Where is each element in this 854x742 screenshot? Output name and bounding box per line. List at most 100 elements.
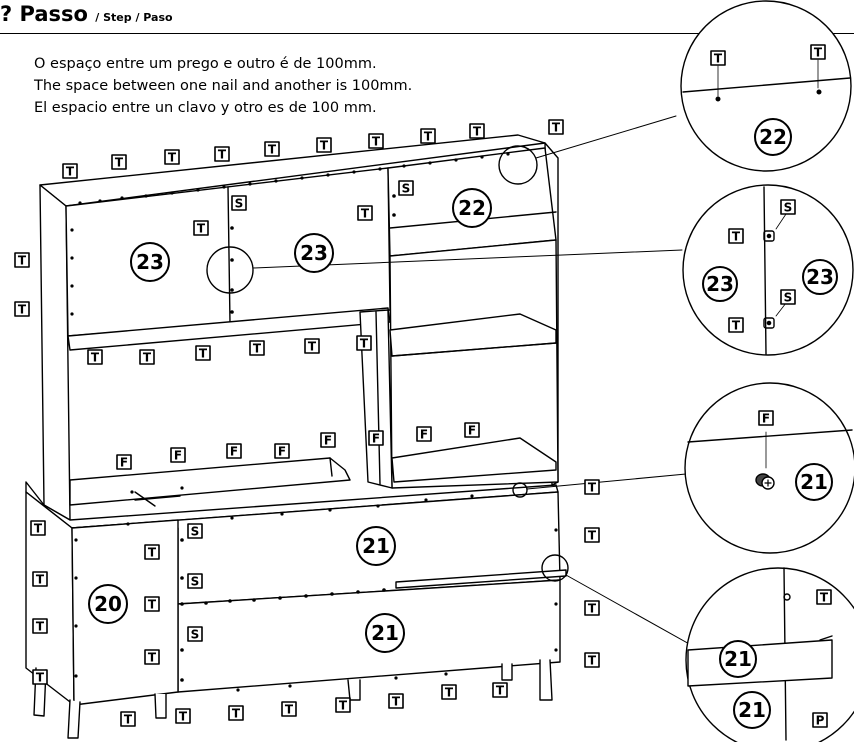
callout-t-12: T [193, 220, 209, 236]
callout-f-58: F [758, 410, 774, 426]
svg-text:T: T [18, 254, 27, 268]
callout-t-38: T [144, 649, 160, 665]
callout-t-50: T [441, 684, 457, 700]
svg-text:S: S [191, 525, 200, 539]
zoom-detail-21-screw [684, 382, 854, 554]
callout-t-11: T [14, 301, 30, 317]
part-number-23-0: 23 [130, 242, 170, 282]
svg-text:P: P [816, 714, 825, 728]
svg-text:T: T [148, 651, 157, 665]
svg-text:T: T [820, 591, 829, 605]
callout-f-24: F [226, 443, 242, 459]
svg-text:T: T [197, 222, 206, 236]
svg-text:F: F [324, 434, 332, 448]
header-rule [0, 33, 854, 34]
svg-text:T: T [552, 121, 561, 135]
callout-s-34: S [187, 573, 203, 589]
note-spanish: El espacio entre un clavo y otro es de 1… [34, 100, 377, 116]
svg-text:T: T [496, 684, 505, 698]
callout-t-45: T [175, 708, 191, 724]
svg-text:21: 21 [800, 470, 828, 494]
svg-text:T: T [588, 481, 597, 495]
part-number-23-1: 23 [294, 233, 334, 273]
callout-f-25: F [274, 443, 290, 459]
svg-text:F: F [420, 428, 428, 442]
callout-t-32: T [144, 544, 160, 560]
svg-text:T: T [143, 351, 152, 365]
callout-t-43: T [584, 652, 600, 668]
step-header: ? Passo / Step / Paso [0, 0, 854, 34]
svg-text:T: T [91, 351, 100, 365]
svg-text:22: 22 [458, 196, 486, 220]
detail-marker-top [498, 145, 538, 185]
svg-text:T: T [34, 522, 43, 536]
step-arrow-glyph: ? [0, 2, 13, 26]
svg-text:T: T [18, 303, 27, 317]
svg-text:F: F [174, 449, 182, 463]
step-translations: / Step / Paso [95, 11, 173, 24]
svg-text:T: T [253, 342, 262, 356]
callout-f-27: F [368, 430, 384, 446]
svg-text:T: T [732, 230, 741, 244]
callout-s-13: S [231, 195, 247, 211]
svg-text:23: 23 [806, 265, 834, 289]
callout-t-51: T [492, 682, 508, 698]
svg-text:T: T [372, 135, 381, 149]
part-number-22-2: 22 [452, 188, 492, 228]
callout-t-3: T [214, 146, 230, 162]
callout-t-55: T [728, 228, 744, 244]
detail-marker-screw [512, 482, 528, 498]
callout-t-17: T [139, 349, 155, 365]
callout-t-52: T [710, 50, 726, 66]
svg-text:T: T [732, 319, 741, 333]
svg-text:T: T [124, 713, 133, 727]
callout-f-22: F [116, 454, 132, 470]
svg-text:T: T [445, 686, 454, 700]
svg-text:T: T [392, 695, 401, 709]
svg-text:F: F [278, 445, 286, 459]
svg-text:T: T [218, 148, 227, 162]
svg-text:T: T [360, 337, 369, 351]
svg-text:T: T [814, 46, 823, 60]
callout-t-40: T [584, 479, 600, 495]
callout-t-48: T [335, 697, 351, 713]
svg-text:T: T [232, 707, 241, 721]
callout-t-19: T [249, 340, 265, 356]
callout-t-44: T [120, 711, 136, 727]
callout-t-20: T [304, 338, 320, 354]
step-word: Passo [19, 2, 88, 26]
callout-t-8: T [469, 123, 485, 139]
svg-text:23: 23 [136, 250, 164, 274]
step-title: ? Passo / Step / Paso [0, 2, 173, 26]
callout-labels: T T T T T T T T T T T T T S T S T T T T T T F F F F F F F F T S T T S T T S T T… [14, 44, 838, 729]
svg-text:F: F [230, 445, 238, 459]
callout-s-15: S [398, 180, 414, 196]
zoom-detail-21-rail [685, 567, 854, 742]
svg-text:T: T [199, 347, 208, 361]
part-number-23-8: 23 [802, 259, 838, 295]
svg-text:F: F [372, 432, 380, 446]
part-number-20-5: 20 [88, 584, 128, 624]
svg-text:F: F [468, 424, 476, 438]
detail-marker-rail [541, 554, 569, 582]
callout-s-56: S [780, 289, 796, 305]
svg-text:T: T [339, 699, 348, 713]
callout-t-10: T [14, 252, 30, 268]
callout-t-1: T [111, 154, 127, 170]
callout-t-59: T [816, 589, 832, 605]
callout-t-5: T [316, 137, 332, 153]
svg-text:S: S [784, 291, 793, 305]
svg-text:S: S [191, 575, 200, 589]
svg-text:S: S [784, 201, 793, 215]
svg-text:T: T [148, 598, 157, 612]
zoom-detail-22 [680, 0, 852, 172]
svg-text:22: 22 [759, 125, 787, 149]
svg-text:21: 21 [362, 534, 390, 558]
part-number-21-3: 21 [356, 526, 396, 566]
callout-f-23: F [170, 447, 186, 463]
svg-text:T: T [473, 125, 482, 139]
svg-text:21: 21 [371, 621, 399, 645]
svg-text:T: T [588, 529, 597, 543]
svg-text:F: F [120, 456, 128, 470]
callout-p-60: P [812, 712, 828, 728]
